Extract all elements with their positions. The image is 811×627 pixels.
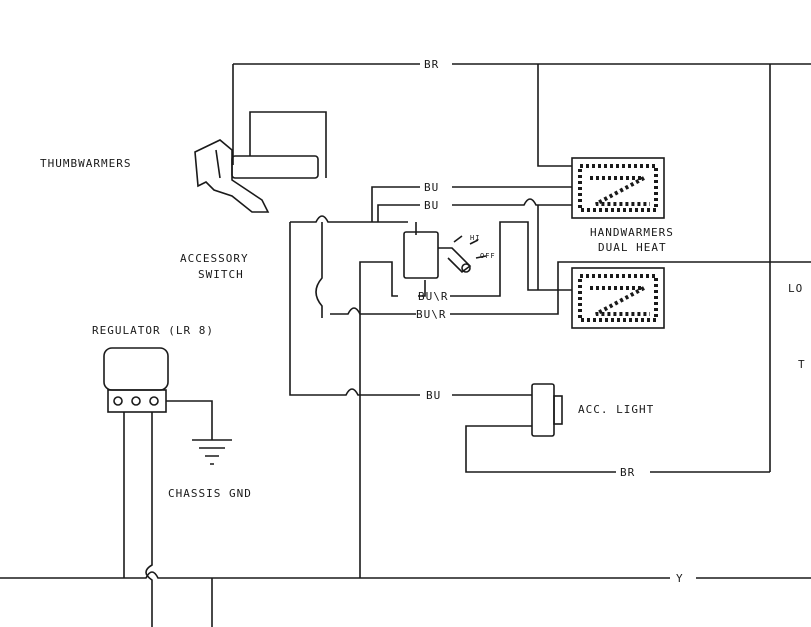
wire-label-y-bottom: Y (676, 572, 684, 585)
chassis-ground-symbol (192, 439, 232, 465)
thumbwarmers-label: THUMBWARMERS (40, 157, 131, 170)
regulator (103, 347, 213, 627)
handwarmers-label-2: DUAL HEAT (598, 241, 667, 254)
acc-light-label: ACC. LIGHT (578, 403, 654, 416)
wire-label-bu-light: BU (426, 389, 441, 402)
wire-label-br-top: BR (424, 58, 439, 71)
regulator-label: REGULATOR (LR 8) (92, 324, 214, 337)
switch-off-label: OFF (480, 252, 496, 260)
switch-hi-label: HI (470, 234, 480, 242)
wire-label-bu-2: BU (424, 199, 439, 212)
wire-label-br-light: BR (620, 466, 635, 479)
accessory-switch (403, 231, 487, 279)
right-partial-label-2: T (798, 358, 806, 371)
right-partial-label-1: LO (788, 282, 803, 295)
handwarmer-element-upper (571, 157, 665, 219)
wire-label-bu-1: BU (424, 181, 439, 194)
accessory-switch-label-2: SWITCH (198, 268, 244, 281)
acc-light-lamp (452, 383, 770, 473)
handwarmers-label-1: HANDWARMERS (590, 226, 674, 239)
wire-y-bottom (0, 571, 811, 627)
wire-label-bu-r-1: BU\R (418, 290, 449, 303)
thumbwarmer-grip (194, 111, 327, 213)
handwarmer-element-lower (571, 267, 665, 329)
wire-accessory-harness (289, 186, 811, 578)
chassis-gnd-label: CHASSIS GND (168, 487, 252, 500)
accessory-switch-label-1: ACCESSORY (180, 252, 249, 265)
wire-label-bu-r-2: BU\R (416, 308, 447, 321)
wire-br-top (232, 63, 811, 472)
